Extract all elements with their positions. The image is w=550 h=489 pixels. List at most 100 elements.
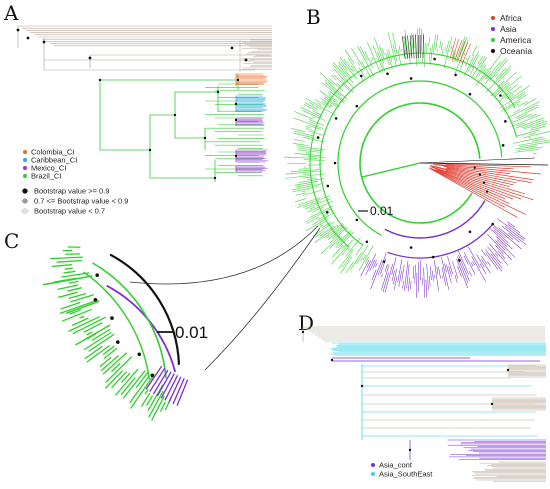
- tree-leaf: [392, 32, 398, 55]
- tree-leaf: [419, 157, 536, 164]
- tree-leaf: [293, 132, 316, 139]
- tree-leaf: [502, 77, 506, 80]
- tree-leaf: [71, 317, 89, 327]
- tree-leaf: [486, 61, 501, 80]
- tree-leaf: [497, 218, 526, 240]
- tree-leaf: [477, 56, 483, 65]
- tree-leaf: [315, 99, 329, 108]
- tree-leaf: [304, 198, 332, 210]
- asia-legend-item: Asia_cont: [371, 461, 413, 470]
- tree-leaf: [49, 256, 83, 260]
- tree-leaf: [515, 117, 545, 129]
- tree-leaf: [439, 40, 442, 49]
- tree-leaf: [387, 32, 397, 66]
- tree-leaf: [340, 60, 348, 71]
- tree-leaf: [501, 84, 518, 98]
- tree-leaf: [375, 262, 378, 268]
- tree-leaf: [524, 104, 539, 112]
- bootstrap-node: [42, 40, 46, 44]
- tree-leaf: [485, 252, 499, 270]
- tree-leaf: [398, 45, 401, 51]
- tree-leaf: [333, 74, 350, 91]
- tree-leaf: [343, 58, 354, 72]
- bootstrap-node: [491, 222, 495, 226]
- clade-legend-item: Mexico_CI: [23, 164, 66, 173]
- tree-leaf: [449, 37, 457, 60]
- tree-leaf: [366, 260, 371, 268]
- tree-leaf: [360, 257, 363, 261]
- bootstrap-node: [468, 230, 472, 234]
- tree-leaf: [294, 198, 307, 203]
- tree-leaf: [448, 266, 452, 277]
- tree-leaf: [495, 74, 498, 77]
- tree-leaf: [506, 221, 516, 228]
- tree-leaf: [404, 29, 409, 58]
- tree-leaf: [523, 131, 550, 139]
- tree-leaf: [503, 100, 521, 112]
- tree-leaf: [329, 78, 344, 92]
- tree-leaf: [342, 256, 351, 268]
- bootstrap-node: [485, 190, 489, 193]
- tree-leaf: [296, 183, 313, 188]
- tree-leaf: [458, 254, 470, 281]
- bootstrap-node: [409, 246, 413, 249]
- tree-leaf: [302, 110, 326, 121]
- tree-leaf: [484, 57, 507, 85]
- asia-legend-item: Asia_SouthEast: [371, 470, 433, 479]
- tree-leaf: [350, 65, 356, 72]
- tree-leaf: [307, 156, 325, 158]
- tree-leaf: [68, 280, 79, 284]
- tree-leaf: [327, 91, 332, 95]
- tree-leaf: [365, 253, 377, 276]
- tree-leaf: [382, 48, 385, 55]
- svg-text:Caribbean_CI: Caribbean_CI: [31, 156, 77, 165]
- tree-leaf: [444, 263, 447, 273]
- tree-leaf: [493, 229, 509, 244]
- tree-leaf: [332, 226, 347, 239]
- tree-leaf: [444, 46, 446, 50]
- internal-arc: [319, 62, 518, 246]
- tree-leaf: [388, 48, 393, 62]
- tree-leaf: [471, 54, 480, 68]
- zoom-line: [129, 225, 319, 285]
- tree-leaf: [487, 246, 502, 264]
- tree-leaf: [335, 230, 352, 246]
- tree-leaf: [374, 37, 385, 64]
- tree-leaf: [329, 90, 345, 103]
- tree-leaf: [377, 51, 386, 72]
- tree-leaf: [306, 177, 317, 180]
- tree-leaf: [298, 178, 325, 183]
- tree-leaf: [461, 43, 472, 64]
- tree-leaf: [490, 71, 517, 97]
- tree-leaf: [530, 125, 546, 131]
- tree-leaf: [428, 47, 431, 62]
- tree-leaf: [102, 352, 128, 375]
- bootstrap-node: [355, 218, 359, 222]
- panel-b-circular-tree: [284, 27, 550, 299]
- tree-leaf: [513, 136, 544, 144]
- tree-leaf: [493, 225, 522, 250]
- tree-leaf: [438, 266, 441, 279]
- tree-leaf: [160, 373, 175, 399]
- tree-leaf: [312, 221, 335, 237]
- tree-leaf: [517, 146, 544, 151]
- tree-leaf: [105, 356, 133, 383]
- bootstrap-node: [137, 352, 142, 357]
- tree-leaf: [464, 252, 476, 275]
- tree-leaf: [403, 49, 406, 59]
- tree-leaf: [467, 50, 480, 73]
- tree-leaf: [331, 244, 344, 258]
- tree-leaf: [60, 301, 81, 310]
- tree-leaf: [357, 46, 375, 77]
- tree-leaf: [528, 132, 536, 135]
- bootstrap-node: [433, 57, 436, 61]
- tree-leaf: [431, 168, 526, 215]
- tree-leaf: [398, 270, 402, 287]
- tree-leaf: [479, 57, 487, 69]
- tree-leaf: [79, 315, 85, 319]
- tree-leaf: [297, 149, 320, 153]
- bootstrap-node: [431, 255, 435, 259]
- tree-leaf: [308, 119, 325, 126]
- tree-leaf: [494, 252, 499, 257]
- tree-leaf: [485, 65, 512, 93]
